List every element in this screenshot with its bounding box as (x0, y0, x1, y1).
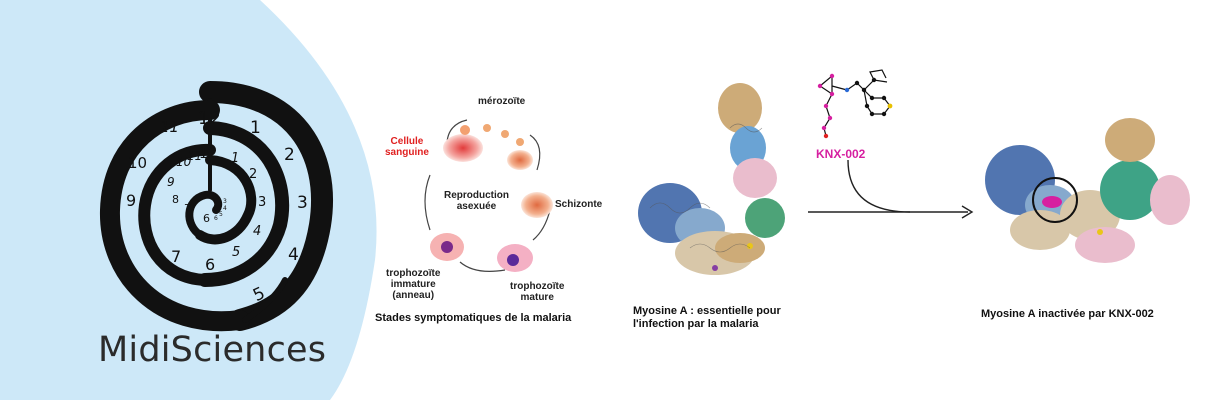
immature-trophozoite-ring-icon (441, 241, 453, 253)
inactivated-myosin-structure (985, 118, 1190, 263)
spiral-logo-icon (99, 81, 333, 332)
spiral-inner-numeral: 5 (232, 245, 240, 260)
bound-inhibitor-icon (1042, 196, 1062, 208)
spiral-outer-numeral: 1 (250, 118, 261, 138)
label-immature-trophozoite: trophozoïte immature (anneau) (386, 268, 441, 301)
blood-cell-icon (443, 134, 483, 162)
spiral-inner-numeral: 8 (172, 193, 179, 206)
caption-malaria-stages: Stades symptomatiques de la malaria (375, 312, 572, 324)
spiral-outer-numeral: 8 (143, 227, 153, 246)
caption-inactivated-myosin: Myosine A inactivée par KNX-002 (981, 308, 1154, 320)
spiral-inner-numeral: 10 (176, 155, 192, 169)
merozoite-icon (516, 138, 524, 146)
spiral-outer-numeral: 4 (288, 245, 299, 265)
spiral-outer-numeral: 3 (297, 193, 308, 213)
spiral-inner-numeral: 2 (249, 167, 257, 182)
caption-myosin-a: Myosine A : essentielle pour l'infection… (633, 305, 781, 330)
spiral-outer-numeral: 10 (128, 154, 147, 172)
spiral-outer-numeral: 9 (126, 191, 136, 210)
schizont-icon (521, 192, 553, 218)
spiral-core-numeral: 4 (223, 205, 227, 212)
binding-site-highlight (1032, 177, 1078, 223)
spiral-inner-numeral: 9 (167, 175, 175, 189)
malaria-cycle-diagram (424, 119, 553, 272)
merozoite-icon (501, 130, 509, 138)
spiral-inner-numeral: 1 (231, 151, 239, 166)
label-schizont: Schizonte (555, 199, 603, 210)
spiral-outer-numeral: 11 (160, 118, 179, 136)
spiral-inner-numeral: 6 (203, 212, 210, 225)
mature-trophozoite-nucleus-icon (507, 254, 519, 266)
spiral-core-numeral: 5 (219, 211, 223, 218)
brand-name: MidiSciences (98, 330, 327, 370)
schizont-early-icon (507, 150, 533, 170)
label-reproduction: Reproduction asexuée (444, 190, 509, 212)
spiral-outer-numeral: 7 (171, 247, 181, 266)
label-merozoite: mérozoïte (478, 96, 526, 107)
spiral-inner-numeral: 3 (258, 195, 266, 210)
merozoite-icon (460, 125, 470, 135)
myosin-a-structure (638, 83, 785, 275)
knx-002-molecule (817, 69, 893, 139)
spiral-inner-numeral: 7 (184, 202, 191, 215)
spiral-outer-numeral: 6 (205, 255, 215, 274)
spiral-inner-numeral: 11 (187, 149, 202, 163)
spiral-outer-numeral: 12 (198, 108, 221, 129)
spiral-core-numeral: 3 (223, 198, 227, 205)
reaction-arrow-icon (808, 160, 974, 219)
spiral-inner-numeral: 12 (199, 146, 217, 162)
merozoite-icon (483, 124, 491, 132)
spiral-outer-numeral: 2 (284, 145, 295, 165)
spiral-core-numeral: 6 (214, 215, 218, 222)
compound-label: KNX-002 (816, 147, 866, 161)
label-mature-trophozoite: trophozoïte mature (510, 281, 565, 303)
spiral-inner-numeral: 4 (253, 224, 261, 239)
label-blood-cell: Cellule sanguine (385, 136, 429, 158)
